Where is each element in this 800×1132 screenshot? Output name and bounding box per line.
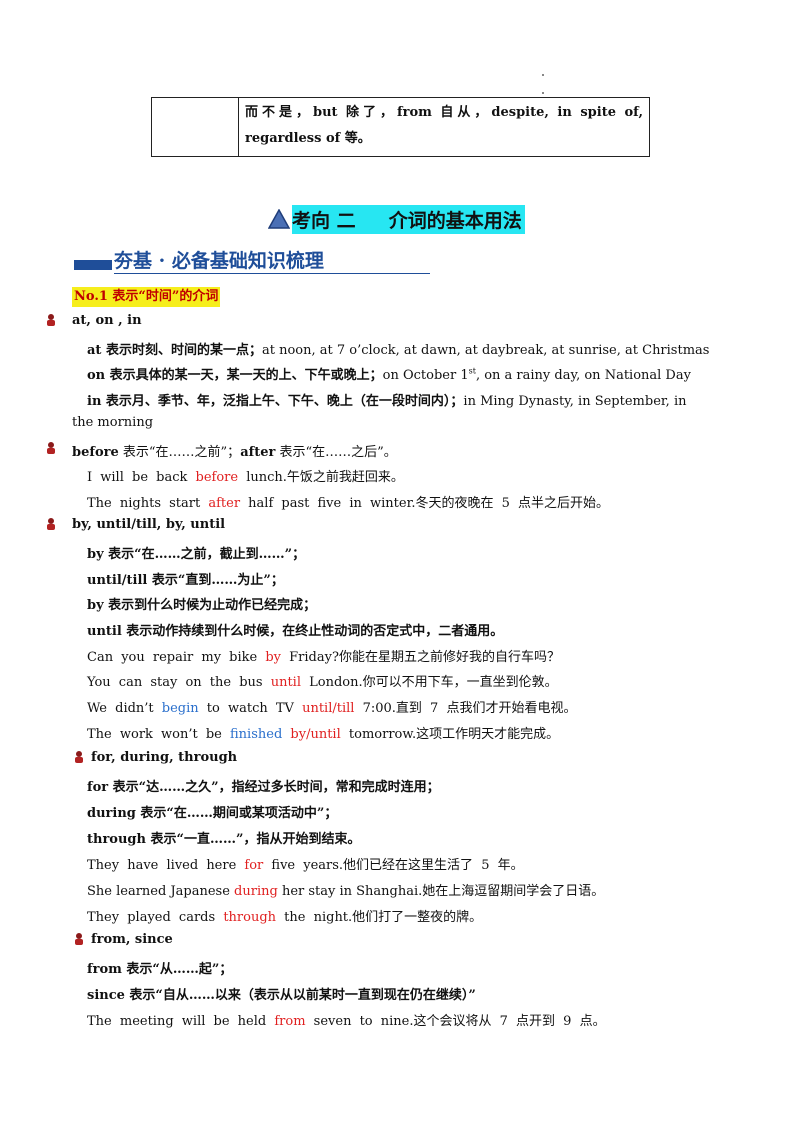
example-sentence: The meeting will be held from seven to n… xyxy=(87,1014,606,1029)
rule-line: by 表示到什么时候为止动作已经完成； xyxy=(87,598,317,613)
rule-line: at 表示时刻、时间的某一点；at noon, at 7 o’clock, at… xyxy=(87,343,710,358)
rule-line: until/till 表示“直到……为止”； xyxy=(87,573,284,588)
example-sentence: They have lived here for five years.他们已经… xyxy=(87,858,524,873)
example-sentence: We didn’t begin to watch TV until/till 7… xyxy=(87,701,577,716)
rule-line: in 表示月、季节、年，泛指上午、下午、晚上（在一段时间内）；in Ming D… xyxy=(87,394,687,409)
item-heading: for, during, through xyxy=(91,750,238,765)
rule-line: during 表示“在……期间或某项活动中”； xyxy=(87,806,338,821)
item-heading: from, since xyxy=(91,932,173,947)
section-title: 考向 二 介词的基本用法 xyxy=(292,204,525,234)
example-sentence: You can stay on the bus until London.你可以… xyxy=(87,675,558,690)
example-sentence: Can you repair my bike by Friday?你能在星期五之… xyxy=(87,650,560,665)
example-sentence: The work won’t be finished by/until tomo… xyxy=(87,727,560,742)
heading-underline xyxy=(114,273,430,274)
person-icon xyxy=(47,518,55,530)
person-icon xyxy=(47,314,55,326)
section-heading: 考向 二 介词的基本用法 xyxy=(268,204,525,234)
rule-line: until 表示动作持续到什么时候，在终止性动词的否定式中，二者通用。 xyxy=(87,624,504,639)
rule-line: for 表示“达……之久”，指经过多长时间，常和完成时连用； xyxy=(87,780,440,795)
topic-tag: No.1 表示“时间”的介词 xyxy=(72,287,221,307)
continuation-table: 而不是，but 除了，from 自从，despite, in spite of,… xyxy=(151,97,650,157)
example-sentence: She learned Japanese during her stay in … xyxy=(87,884,605,899)
person-icon xyxy=(75,933,83,945)
person-icon xyxy=(47,442,55,454)
item-heading: before 表示“在……之前”；after 表示“在……之后”。 xyxy=(72,445,397,460)
item-heading: at, on , in xyxy=(72,313,142,328)
rule-line: by 表示“在……之前，截止到……”； xyxy=(87,547,306,562)
person-icon xyxy=(75,751,83,763)
decorative-dots xyxy=(540,72,546,98)
item-heading: by, until/till, by, until xyxy=(72,517,226,532)
example-sentence: They played cards through the night.他们打了… xyxy=(87,910,483,925)
example-sentence: The nights start after half past five in… xyxy=(87,496,610,511)
rule-line: from 表示“从……起”； xyxy=(87,962,233,977)
table-cell-right: 而不是，but 除了，from 自从，despite, in spite of,… xyxy=(238,97,650,157)
triangle-icon xyxy=(268,209,290,229)
example-sentence: I will be back before lunch.午饭之前我赶回来。 xyxy=(87,470,404,485)
subsection-heading: 夯基 · 必备基础知识梳理 xyxy=(74,244,430,276)
heading-bar xyxy=(74,260,112,270)
rule-line: on 表示具体的某一天，某一天的上、下午或晚上；on October 1st, … xyxy=(87,366,691,383)
table-cell-left xyxy=(151,97,239,157)
rule-line: the morning xyxy=(72,415,154,430)
rule-line: since 表示“自从……以来（表示从以前某时一直到现在仍在继续）” xyxy=(87,988,476,1003)
subsection-title: 夯基 · 必备基础知识梳理 xyxy=(114,250,324,272)
rule-line: through 表示“一直……”，指从开始到结束。 xyxy=(87,832,361,847)
